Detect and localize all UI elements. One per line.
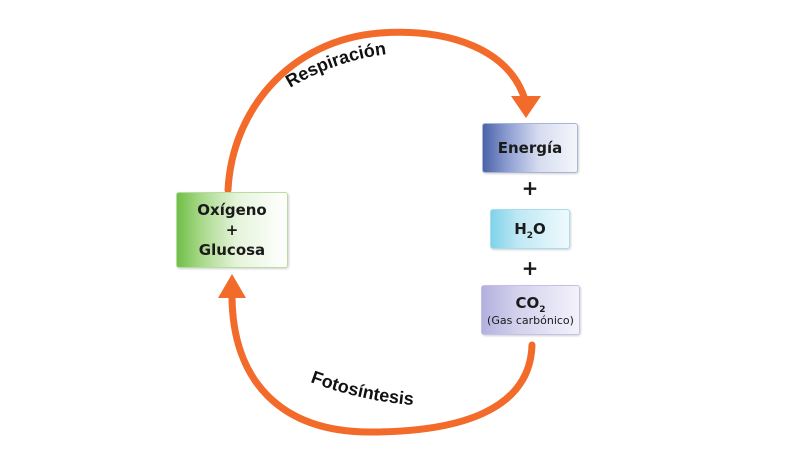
- oxygen-plus: +: [225, 221, 239, 239]
- plus-sign: +: [521, 176, 539, 200]
- photosynthesis-label: Fotosíntesis: [309, 367, 415, 409]
- co2-formula: CO2: [515, 293, 546, 315]
- energy-text: Energía: [497, 139, 563, 157]
- co2-box: CO2 (Gas carbónico): [481, 285, 580, 335]
- glucose-text: Glucosa: [198, 241, 266, 259]
- water-box: H2O: [490, 209, 570, 249]
- photosynthesis-arrow: [228, 291, 536, 436]
- plus-sign: +: [521, 256, 539, 280]
- oxygen-glucose-box: Oxígeno + Glucosa: [176, 192, 288, 268]
- oxygen-text: Oxígeno: [197, 201, 267, 219]
- co2-note: (Gas carbónico): [487, 313, 574, 327]
- energy-box: Energía: [482, 123, 578, 173]
- respiration-arrowhead: [511, 96, 541, 118]
- respiration-arrow: [224, 28, 529, 194]
- water-formula: H2O: [514, 220, 546, 241]
- photosynthesis-arrowhead: [218, 274, 246, 298]
